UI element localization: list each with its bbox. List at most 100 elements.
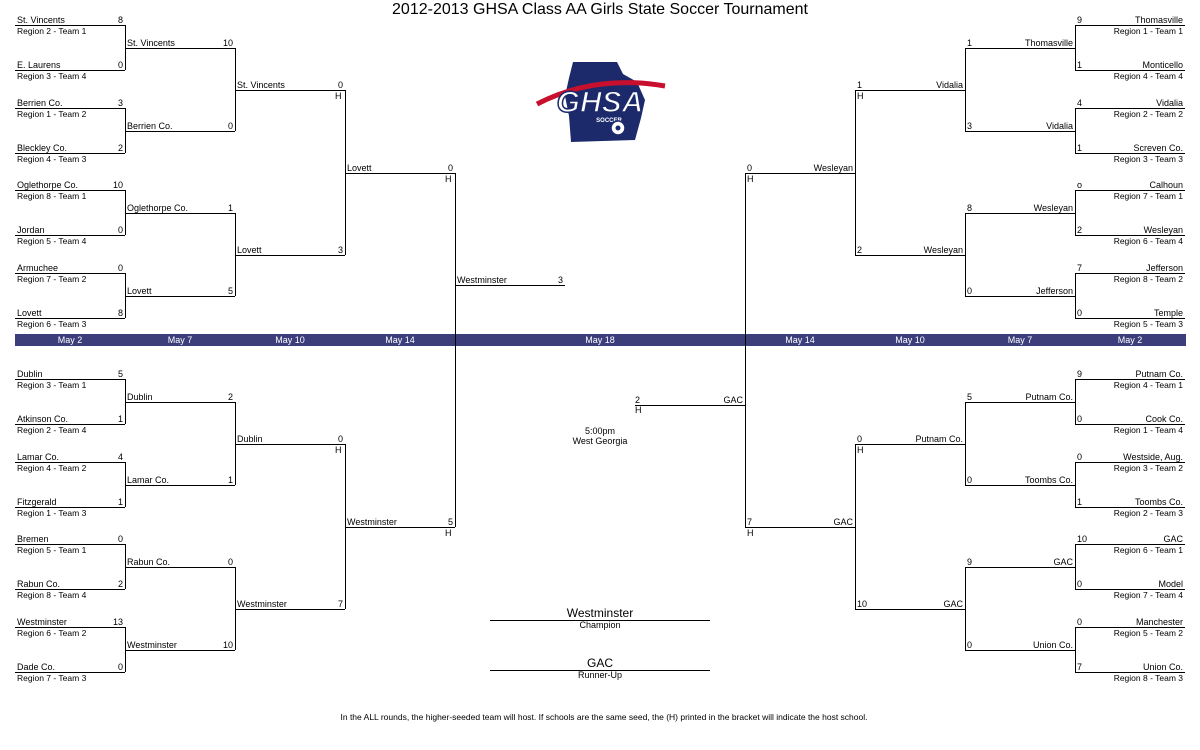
team-name: Wesleyan bbox=[1033, 203, 1073, 213]
bracket-line bbox=[745, 173, 855, 174]
bracket-line bbox=[745, 527, 855, 528]
team-name: Vidalia bbox=[1046, 121, 1073, 131]
team-score: 0 bbox=[857, 434, 863, 444]
team-name: Dade Co. bbox=[17, 662, 56, 672]
team-name: Wesleyan bbox=[923, 245, 963, 255]
team-score: 1 bbox=[1077, 143, 1083, 153]
team-score: 0 bbox=[1077, 452, 1083, 462]
team-score: 2 bbox=[117, 579, 123, 589]
team-name: Putnam Co. bbox=[1135, 369, 1183, 379]
bracket-connector bbox=[235, 567, 236, 650]
bracket-line bbox=[125, 48, 235, 49]
team-score: 2 bbox=[1077, 225, 1083, 235]
bracket-line bbox=[15, 190, 125, 191]
ghsa-soccer-logo: GHSA SOCCER bbox=[535, 62, 666, 142]
team-seed: Region 7 - Team 4 bbox=[1113, 590, 1183, 600]
team-score: 7 bbox=[747, 517, 753, 527]
team-score: 0 bbox=[117, 662, 123, 672]
team-score: 4 bbox=[1077, 98, 1083, 108]
round-date: May 7 bbox=[167, 335, 193, 345]
team-name: Lovett bbox=[127, 286, 152, 296]
runner-up-line bbox=[490, 670, 710, 671]
bracket-line bbox=[1075, 424, 1185, 425]
final-team1-score: 3 bbox=[557, 275, 563, 285]
bracket-line bbox=[1075, 273, 1185, 274]
bracket-line bbox=[1075, 379, 1185, 380]
team-seed: Region 6 - Team 1 bbox=[1113, 545, 1183, 555]
bracket-connector bbox=[235, 402, 236, 485]
bracket-line bbox=[15, 507, 125, 508]
bracket-line bbox=[15, 672, 125, 673]
team-score: 10 bbox=[112, 180, 123, 190]
team-name: Bleckley Co. bbox=[17, 143, 68, 153]
bracket-connector bbox=[125, 462, 126, 507]
bracket-line bbox=[15, 462, 125, 463]
team-name: St. Vincents bbox=[17, 15, 65, 25]
team-name: Rabun Co. bbox=[127, 557, 171, 567]
team-score: 8 bbox=[117, 15, 123, 25]
final-team2-score: 2 bbox=[635, 395, 641, 405]
team-score: 0 bbox=[747, 163, 753, 173]
team-score: 2 bbox=[857, 245, 863, 255]
bracket-line bbox=[125, 131, 235, 132]
team-name: Dublin bbox=[17, 369, 43, 379]
team-seed: Region 8 - Team 4 bbox=[17, 590, 87, 600]
host-mark: H bbox=[857, 445, 864, 455]
team-score: 0 bbox=[117, 225, 123, 235]
team-name: Dublin bbox=[237, 434, 263, 444]
team-name: Berrien Co. bbox=[17, 98, 63, 108]
team-score: 1 bbox=[117, 497, 123, 507]
final-team1-name: Westminster bbox=[457, 275, 507, 285]
team-score: 3 bbox=[117, 98, 123, 108]
bracket-connector bbox=[1075, 379, 1076, 424]
bracket-line bbox=[15, 235, 125, 236]
team-seed: Region 7 - Team 1 bbox=[1113, 191, 1183, 201]
bracket-connector bbox=[125, 190, 126, 235]
bracket-line bbox=[855, 609, 965, 610]
team-score: 0 bbox=[117, 263, 123, 273]
team-seed: Region 3 - Team 1 bbox=[17, 380, 87, 390]
team-name: Lamar Co. bbox=[17, 452, 60, 462]
team-score: 5 bbox=[967, 392, 973, 402]
bracket-line bbox=[855, 444, 965, 445]
team-score: 0 bbox=[967, 475, 973, 485]
team-name: Thomasville bbox=[1024, 38, 1073, 48]
bracket-connector bbox=[125, 379, 126, 424]
bracket-line bbox=[1075, 544, 1185, 545]
team-score: 7 bbox=[1077, 263, 1083, 273]
bracket-line bbox=[15, 589, 125, 590]
team-seed: Region 6 - Team 4 bbox=[1113, 236, 1183, 246]
team-seed: Region 2 - Team 3 bbox=[1113, 508, 1183, 518]
champion-name: Westminster bbox=[566, 606, 634, 620]
bracket-line bbox=[1075, 507, 1185, 508]
host-mark: H bbox=[747, 174, 754, 184]
team-score: 9 bbox=[1077, 369, 1083, 379]
bracket-line bbox=[1075, 462, 1185, 463]
bracket-line bbox=[125, 485, 235, 486]
runner-up-name: GAC bbox=[586, 656, 613, 670]
team-name: GAC bbox=[833, 517, 853, 527]
team-score: 0 bbox=[447, 163, 453, 173]
team-name: Jordan bbox=[17, 225, 45, 235]
bracket-line bbox=[1075, 235, 1185, 236]
bracket-line bbox=[125, 402, 235, 403]
final-team2-name: GAC bbox=[723, 395, 743, 405]
host-mark: H bbox=[635, 405, 642, 415]
bracket-line bbox=[965, 567, 1075, 568]
team-seed: Region 4 - Team 4 bbox=[1113, 71, 1183, 81]
team-name: GAC bbox=[1163, 534, 1183, 544]
team-name: Westminster bbox=[17, 617, 67, 627]
bracket-line bbox=[125, 296, 235, 297]
bracket-line bbox=[125, 650, 235, 651]
team-seed: Region 3 - Team 3 bbox=[1113, 154, 1183, 164]
team-seed: Region 4 - Team 1 bbox=[1113, 380, 1183, 390]
bracket-line bbox=[965, 650, 1075, 651]
team-name: Lamar Co. bbox=[127, 475, 170, 485]
team-score: 10 bbox=[1077, 534, 1088, 544]
host-mark: H bbox=[747, 528, 754, 538]
bracket-line bbox=[1075, 70, 1185, 71]
team-name: Westminster bbox=[347, 517, 397, 527]
bracket-line bbox=[1075, 318, 1185, 319]
team-name: Lovett bbox=[237, 245, 262, 255]
team-name: Jefferson bbox=[1036, 286, 1073, 296]
